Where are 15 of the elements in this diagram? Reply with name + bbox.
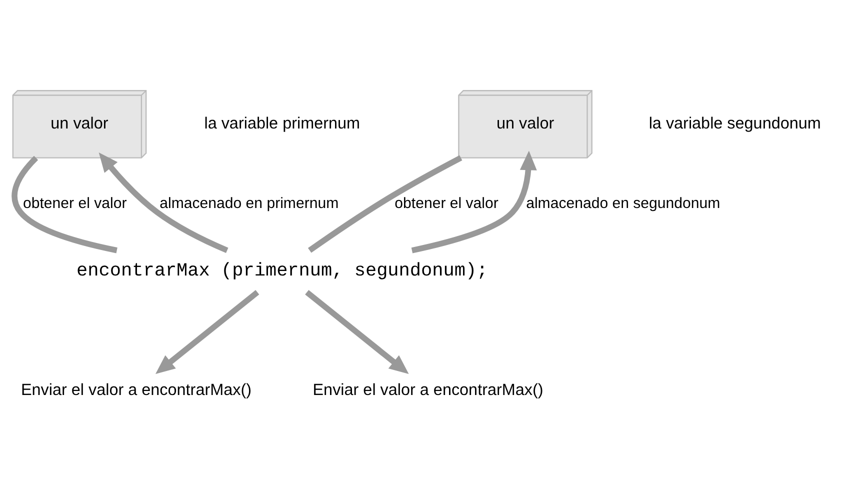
arrow — [98, 152, 228, 253]
arrow — [155, 290, 260, 374]
node-label: la variable segundonum — [648, 114, 821, 132]
edge-label: obtener el valor — [394, 194, 498, 212]
node-text: Enviar el valor a encontrarMax() — [312, 380, 544, 398]
node-label: la variable primernum — [204, 114, 360, 132]
edge-label: almacenado en primernum — [160, 194, 339, 212]
node-text: Enviar el valor a encontrarMax() — [20, 380, 252, 398]
arrow — [305, 290, 409, 374]
edge-label: obtener el valor — [23, 194, 127, 212]
edge-label: almacenado en segundonum — [526, 194, 720, 212]
node-text: encontrarMax (primernum, segundonum); — [76, 260, 488, 282]
connector — [308, 154, 462, 252]
connector — [12, 155, 118, 253]
arrow — [411, 150, 537, 253]
